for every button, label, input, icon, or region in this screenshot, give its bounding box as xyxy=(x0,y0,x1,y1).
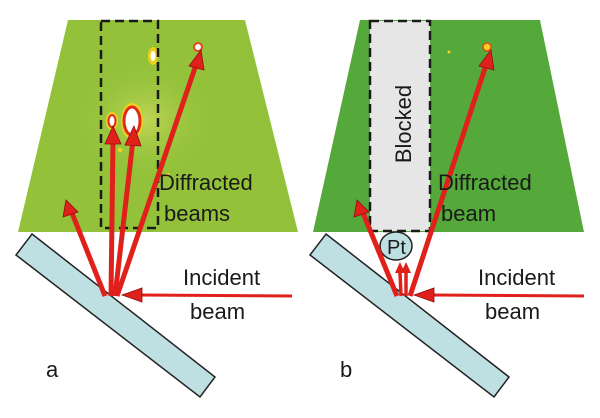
diffraction-spots-b xyxy=(447,42,492,54)
incident-label-b-line1: Incident xyxy=(478,265,555,290)
diffraction-spot xyxy=(482,42,492,52)
diffraction-spot xyxy=(166,173,170,177)
blocked-label: Blocked xyxy=(391,85,416,163)
diffracted-label-b-line2: beam xyxy=(441,201,496,226)
diffracted-label-a-line2: beams xyxy=(164,201,230,226)
panel-a: Diffracted beams Incident beam a xyxy=(14,19,298,399)
incident-label-a-line2: beam xyxy=(190,299,245,324)
incident-beam-b xyxy=(412,287,585,303)
incident-label-a-line1: Incident xyxy=(183,265,260,290)
pt-wire xyxy=(379,231,413,261)
diffracted-beams-b xyxy=(353,48,495,297)
selection-box-a xyxy=(99,19,160,230)
diffracted-beams-a xyxy=(62,48,205,297)
diffraction-spot xyxy=(150,51,156,61)
panel-letter-a: a xyxy=(46,357,59,382)
detector-glow-a xyxy=(75,60,215,180)
diffraction-spot xyxy=(118,148,122,152)
diffracted-label-a-line1: Diffracted xyxy=(159,170,253,195)
sample-crystal-b xyxy=(308,232,511,399)
beam-block xyxy=(368,19,432,233)
diffraction-spots-a xyxy=(106,42,203,177)
incident-beam-a xyxy=(120,287,293,303)
diffraction-spot xyxy=(447,50,451,54)
pt-label: Pt xyxy=(387,237,406,259)
diffraction-spot xyxy=(193,42,203,52)
incident-label-b-line2: beam xyxy=(485,299,540,324)
panel-letter-b: b xyxy=(340,357,352,382)
sample-crystal-a xyxy=(14,232,217,399)
diffracted-label-b-line1: Diffracted xyxy=(438,170,532,195)
panel-b: Blocked Pt Diffracted beam Incident beam… xyxy=(308,19,585,399)
diffraction-spot xyxy=(107,114,117,128)
